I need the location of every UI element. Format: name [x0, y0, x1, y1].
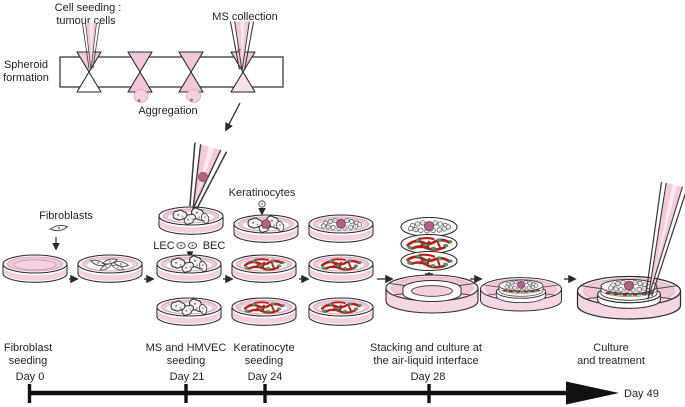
cell-seeding-label-line2: tumour cells	[56, 15, 116, 27]
workflow-row: Fibroblasts LEC BEC	[2, 141, 685, 326]
petri-dish-fibroblasts	[77, 254, 143, 283]
keratinocyte-cell-icon	[258, 200, 266, 208]
hanging-drop-1	[133, 89, 149, 103]
timeline-step2-day: Day 21	[170, 371, 205, 383]
hanging-drop-2	[186, 89, 201, 103]
timeline-step3-line1: Keratinocyte	[233, 342, 294, 354]
spheroid-formation-label-line1: Spheroid	[4, 59, 48, 71]
transwell-dish-empty	[386, 275, 478, 313]
timeline-step3-line2: seeding	[245, 355, 284, 367]
ms-collection-label: MS collection	[212, 11, 277, 23]
timeline-step4-day: Day 28	[411, 371, 446, 383]
timeline-step3-day: Day 24	[248, 371, 283, 383]
timeline-step5-line2: and treatment	[577, 355, 645, 367]
petri-dish-ms-top	[158, 205, 224, 235]
keratinocytes-label: Keratinocytes	[229, 187, 296, 199]
petri-dish-ms-bottom	[156, 296, 222, 326]
timeline-step1-day: Day 0	[16, 371, 45, 383]
aggregation-label: Aggregation	[138, 105, 197, 117]
to-workflow-arrow	[225, 102, 241, 132]
fibroblast-cell-icon	[49, 223, 69, 233]
petri-dish-empty	[2, 254, 68, 283]
spheroid-formation-panel: Cell seeding : tumour cells MS collectio…	[3, 2, 284, 132]
ms-seeding-pipette-icon	[176, 141, 228, 215]
transwell-dish-tissue-1	[481, 278, 562, 311]
transwell-dish-tissue-2	[577, 276, 680, 319]
petri-dish-vascular-2	[231, 297, 297, 326]
timeline-end-day-label: Day 49	[624, 388, 659, 400]
petri-dish-ms-mid	[156, 253, 222, 283]
ms-collection-pipette-icon	[229, 20, 255, 72]
timeline-step4-line1: Stacking and culture at	[370, 342, 482, 354]
timeline-step1-line1: Fibroblast	[4, 342, 52, 354]
petri-dish-vascular-3	[308, 254, 374, 283]
petri-dish-keratinocyte-top	[308, 214, 374, 243]
timeline-step2-line1: MS and HMVEC	[146, 342, 227, 354]
timeline-step1-line2: seeding	[9, 355, 48, 367]
timeline: Fibroblast seeding Day 0 MS and HMVEC se…	[4, 342, 659, 405]
petri-dish-vascular-4	[308, 297, 374, 326]
petri-dish-ms-tumour-top	[233, 213, 299, 243]
bec-cell-icon	[187, 242, 198, 249]
timeline-step2-line2: seeding	[167, 355, 206, 367]
lec-label: LEC	[153, 240, 174, 252]
spheroid-formation-label-line2: formation	[3, 72, 49, 84]
petri-dish-vascular-1	[231, 254, 297, 283]
bec-label: BEC	[203, 240, 226, 252]
lec-cell-icon	[176, 242, 186, 249]
timeline-step4-line2: the air-liquid interface	[373, 355, 478, 367]
cell-seeding-label-line1: Cell seeding :	[55, 2, 122, 14]
fibroblasts-label: Fibroblasts	[39, 210, 93, 222]
cell-sheet-stack	[400, 216, 458, 282]
timeline-step5-line1: Culture	[593, 342, 628, 354]
timeline-arrowhead	[566, 381, 619, 405]
